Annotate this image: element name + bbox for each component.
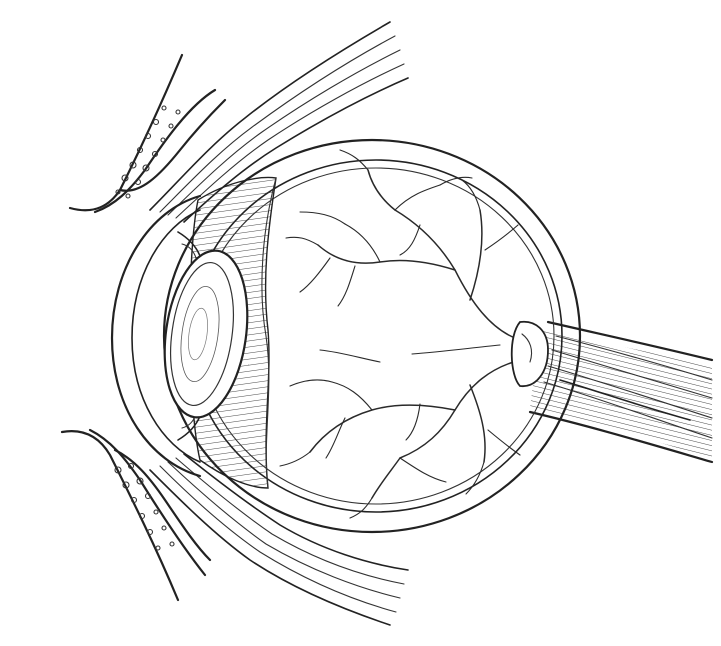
retinal-blood-vessels [280,150,520,518]
optic-nerve [530,322,712,462]
